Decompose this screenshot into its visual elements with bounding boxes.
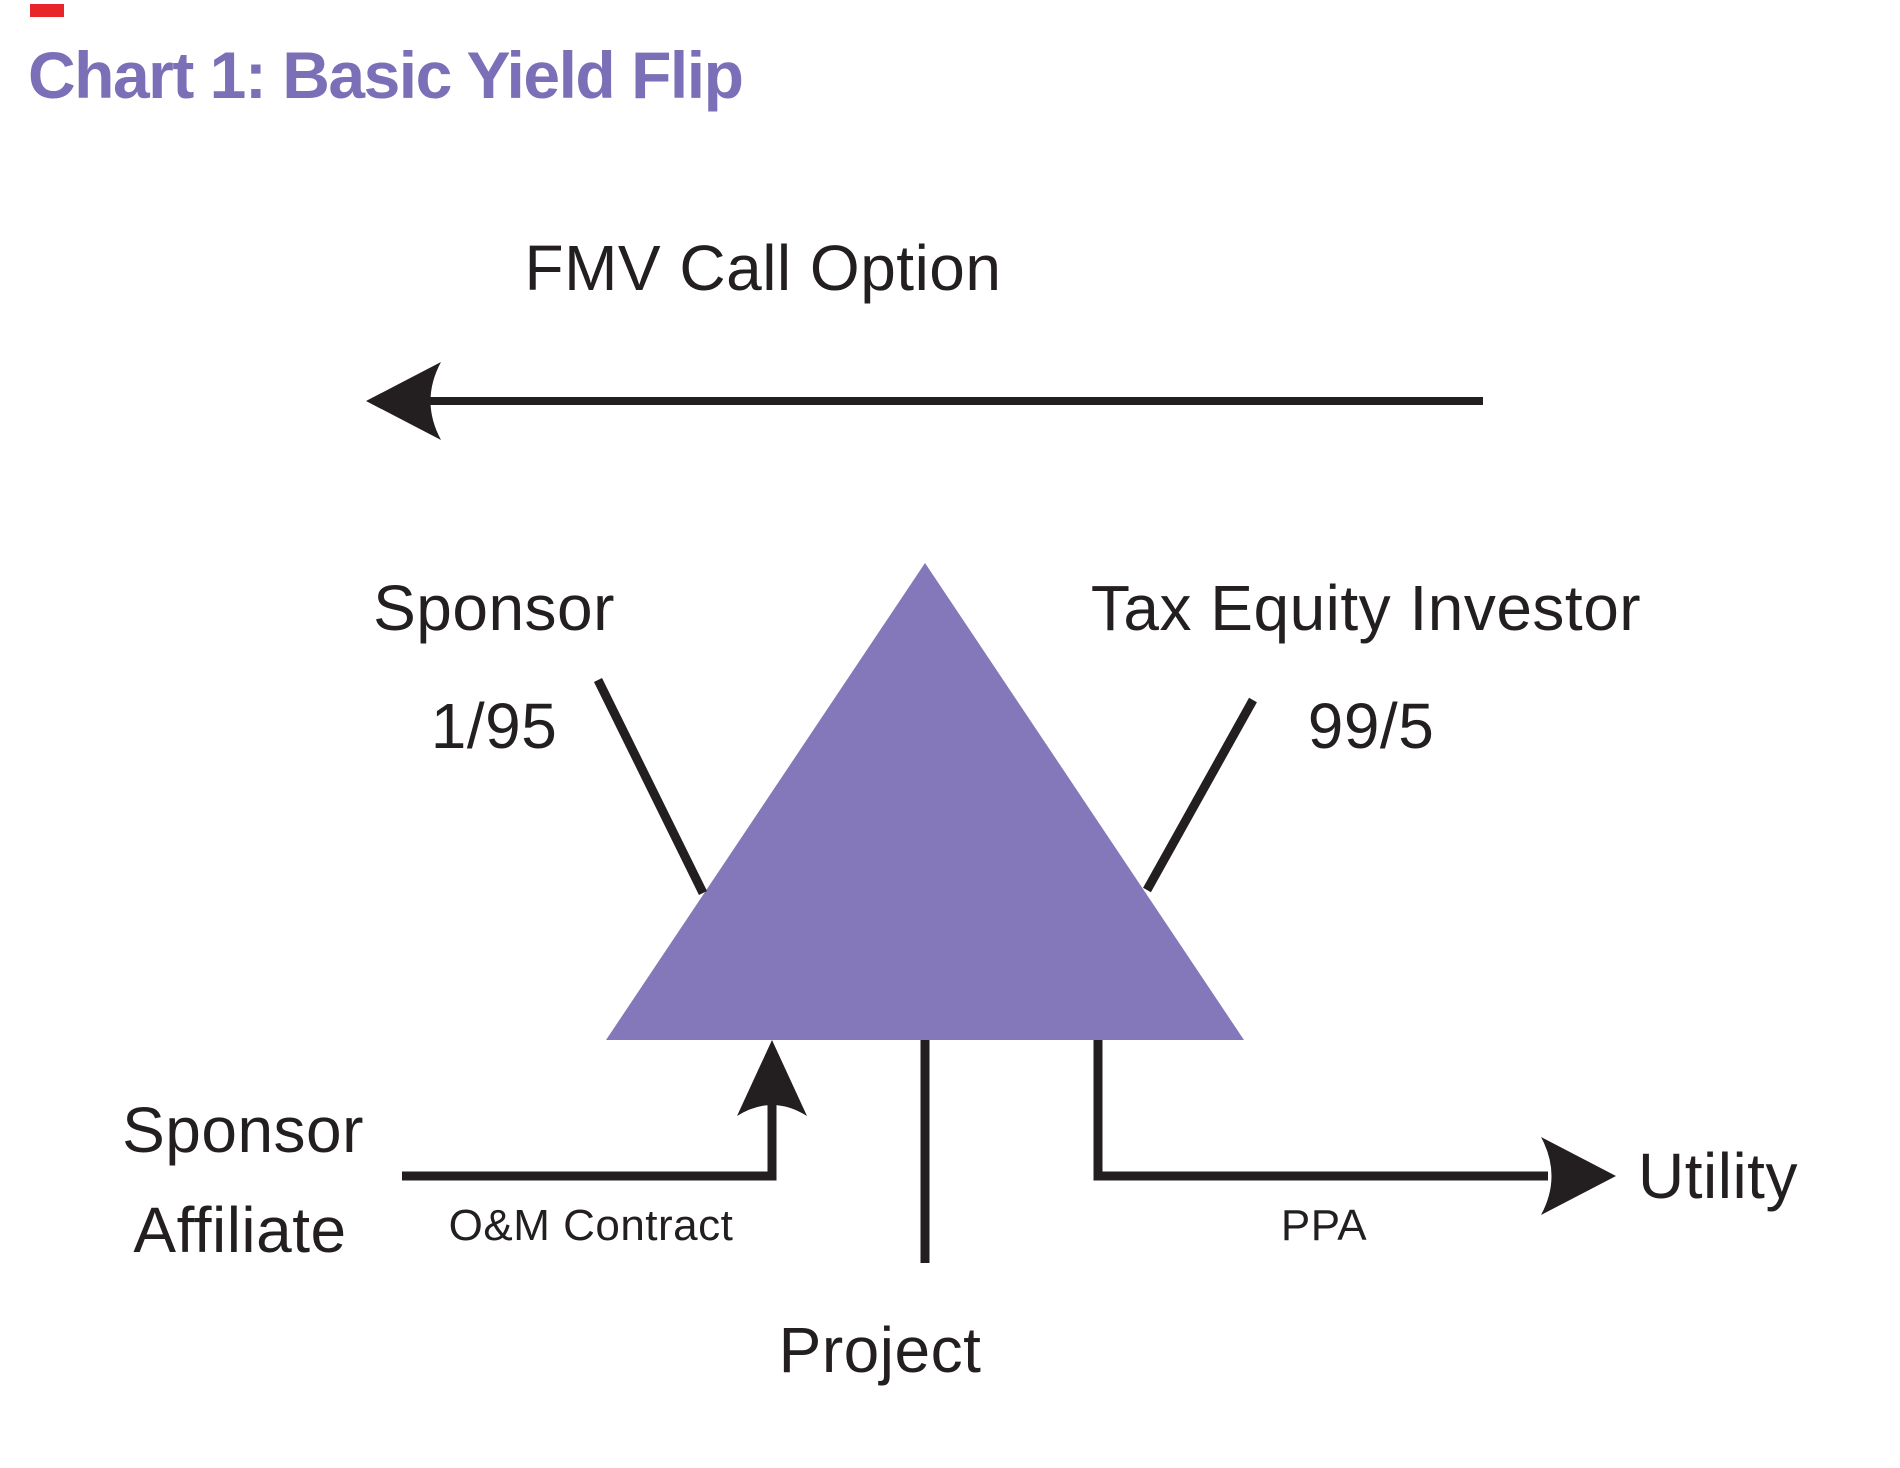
utility-label: Utility [1638, 1140, 1798, 1212]
om-contract-arrow-line [402, 1055, 777, 1181]
om-contract-arrowhead-up-icon [737, 1040, 807, 1116]
ppa-arrow [1093, 1040, 1616, 1215]
fmv-arrowhead-left-icon [366, 362, 441, 440]
ppa-label: PPA [1281, 1201, 1367, 1250]
project-label: Project [779, 1314, 982, 1386]
sponsor-label: Sponsor [373, 572, 615, 644]
om-contract-arrow [402, 1040, 807, 1181]
sponsor-affiliate-label-line1: Sponsor [122, 1094, 364, 1166]
tax-equity-share-label: 99/5 [1308, 690, 1435, 762]
sponsor-affiliate-label-line2: Affiliate [133, 1194, 346, 1266]
sponsor-share-label: 1/95 [431, 690, 558, 762]
fmv-call-option-label: FMV Call Option [525, 232, 1002, 304]
om-contract-label: O&M Contract [449, 1201, 734, 1250]
ppa-arrowhead-right-icon [1541, 1137, 1616, 1215]
page-title: Chart 1: Basic Yield Flip [28, 38, 742, 112]
sponsor-connector-line [593, 678, 708, 895]
ppa-arrow-line [1093, 1040, 1548, 1181]
corner-mark [30, 4, 64, 17]
tax-equity-investor-label: Tax Equity Investor [1091, 572, 1641, 644]
tax-equity-connector-line [1143, 697, 1257, 893]
fmv-arrow [366, 362, 1483, 440]
project-entity-triangle [606, 563, 1244, 1040]
